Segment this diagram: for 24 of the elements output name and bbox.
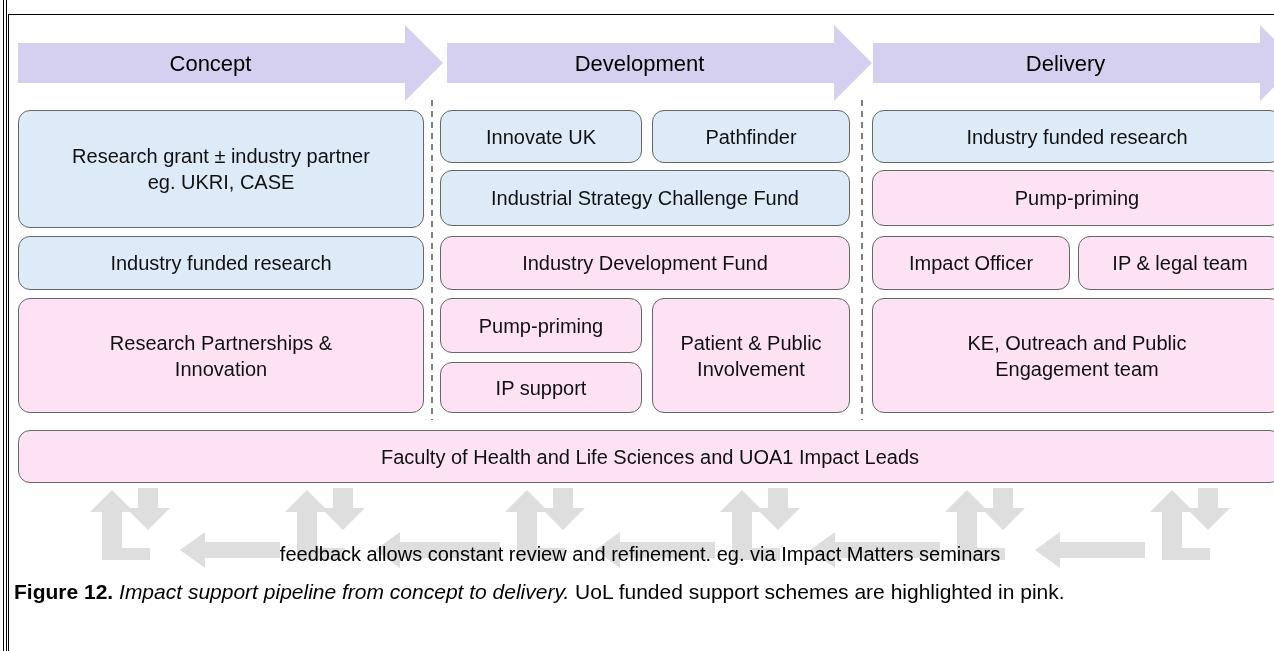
figure-caption: Figure 12. Impact support pipeline from concept to delivery. UoL funded support schemes are highlighted in pink. [14,579,1066,605]
scheme-box: Pump-priming [440,298,642,353]
scheme-box: Pathfinder [652,110,850,163]
scheme-box: Industry funded research [18,236,424,290]
scheme-box: IP support [440,362,642,413]
phase-label: Concept [168,51,253,77]
scheme-box: Research grant ± industry partner eg. UKRI, CASE [18,110,424,228]
scheme-box: Pump-priming [872,170,1274,226]
phase-label: Development [573,51,706,77]
scheme-box: Industrial Strategy Challenge Fund [440,170,850,226]
scheme-box: Research Partnerships & Innovation [18,298,424,413]
phase-banner [18,25,443,101]
scheme-box: Innovate UK [440,110,642,163]
scheme-box: KE, Outreach and Public Engagement team [872,298,1274,413]
scheme-box: Impact Officer [872,236,1070,290]
phase-banner [873,25,1274,101]
phase-banner [447,25,872,101]
scheme-box: Industry Development Fund [440,236,850,290]
phase-label: Delivery [1024,51,1107,77]
scheme-box: Faculty of Health and Life Sciences and UOA1 Impact Leads [18,430,1274,483]
scheme-box: IP & legal team [1078,236,1274,290]
scheme-box: Patient & Public Involvement [652,298,850,413]
feedback-note: feedback allows constant review and refinement. eg. via Impact Matters seminars [278,543,1002,566]
scheme-box: Industry funded research [872,110,1274,163]
